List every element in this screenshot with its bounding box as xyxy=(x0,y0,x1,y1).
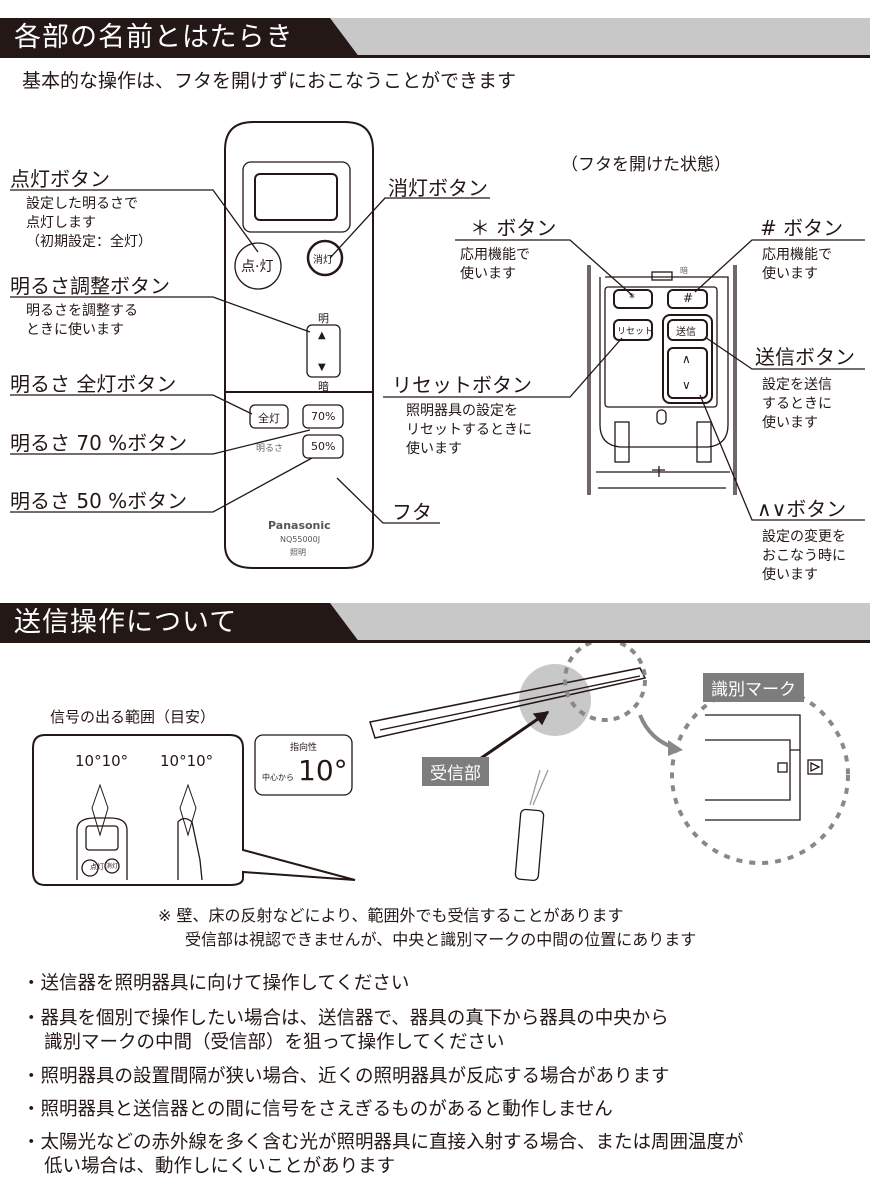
star-button-desc: 応用機能で使います xyxy=(460,247,530,282)
signal-range-box xyxy=(32,734,356,886)
angle-left: 10°10° xyxy=(75,752,129,770)
updown-button-desc: 設定の変更をおこなう時に使います xyxy=(762,529,846,583)
remote-closed xyxy=(224,121,374,569)
small-on-button: 点灯 xyxy=(90,863,104,871)
off-button-label: 消灯ボタン xyxy=(388,176,488,200)
send-button-label: 送信ボタン xyxy=(755,345,855,369)
brightness-adjust-desc: 明るさを調整するときに使います xyxy=(26,303,138,338)
up-button: ∧ xyxy=(682,352,691,366)
subtitle: 基本的な操作は、フタを開けずにおこなうことができます xyxy=(22,70,517,92)
note-2: 受信部は視認できませんが、中央と識別マークの中間の位置にあります xyxy=(185,930,697,949)
p70-button-label: 明るさ 70 %ボタン xyxy=(10,431,188,455)
bullet-1: ・送信器を照明器具に向けて操作してください xyxy=(22,973,410,994)
up-arrow-icon: ▲ xyxy=(318,330,326,341)
star-button: * xyxy=(629,291,635,305)
remote-off-button: 消灯 xyxy=(313,255,333,266)
reset-button: リセット xyxy=(617,327,654,337)
on-button-desc: 設定した明るさで点灯します（初期設定：全灯） xyxy=(26,196,152,250)
down-button: ∨ xyxy=(682,378,691,392)
range-title: 信号の出る範囲（目安） xyxy=(50,708,216,726)
remote-full-button: 全灯 xyxy=(258,412,280,425)
full-button-label: 明るさ 全灯ボタン xyxy=(10,372,177,396)
hash-button: # xyxy=(683,291,694,305)
bright-mark: 明 xyxy=(318,312,329,325)
remote-open xyxy=(587,265,737,495)
small-off-button: 消灯 xyxy=(106,863,119,870)
remote-50-button: 50% xyxy=(311,440,336,453)
star-button-label: ＊ ボタン xyxy=(470,216,557,240)
bullet-5: ・太陽光などの赤外線を多く含む光が照明器具に直接入射する場合、または周囲温度が低… xyxy=(22,1132,744,1177)
section-header-operation: 送信操作について xyxy=(0,603,870,643)
bullet-3: ・照明器具の設置間隔が狭い場合、近くの照明器具が反応する場合があります xyxy=(22,1066,670,1087)
model-number: NQ55000J xyxy=(280,535,321,544)
bullet-2: ・器具を個別で操作したい場合は、送信器で、器具の真下から器具の中央から識別マーク… xyxy=(22,1008,669,1053)
down-arrow-icon: ▼ xyxy=(318,362,326,373)
brand-logo: Panasonic xyxy=(268,519,331,532)
note-1: ※ 壁、床の反射などにより、範囲外でも受信することがあります xyxy=(158,906,624,925)
id-mark-tag: 識別マーク xyxy=(703,673,804,702)
send-button: 送信 xyxy=(676,327,696,338)
dark-mark: 暗 xyxy=(318,380,329,393)
product-text: 照明 xyxy=(290,548,306,557)
dark-mark-open: 暗 xyxy=(680,266,688,275)
brightness-adjust-label: 明るさ調整ボタン xyxy=(10,274,170,298)
p50-button-label: 明るさ 50 %ボタン xyxy=(10,489,188,513)
lid-label: フタ xyxy=(392,500,432,524)
id-mark-detail xyxy=(670,685,850,865)
remote-on-button: 点·灯 xyxy=(241,259,274,275)
hash-button-label: # ボタン xyxy=(760,216,844,240)
section-title: 各部の名前とはたらき xyxy=(0,18,360,58)
remote-70-button: 70% xyxy=(311,410,336,423)
updown-button-label: ∧∨ボタン xyxy=(757,497,847,521)
send-button-desc: 設定を送信するときに使います xyxy=(762,377,832,431)
light-fixture xyxy=(369,638,683,882)
hash-button-desc: 応用機能で使います xyxy=(762,247,832,282)
from-center-label: 中心から xyxy=(262,773,294,782)
open-state-caption: （フタを開けた状態） xyxy=(561,155,731,175)
section-header-parts: 各部の名前とはたらき xyxy=(0,18,870,58)
brightness-text: 明るさ xyxy=(256,444,284,454)
reset-button-label: リセットボタン xyxy=(392,373,532,397)
directivity-angle: 10° xyxy=(298,754,348,787)
section-title: 送信操作について xyxy=(0,603,360,643)
receiver-tag: 受信部 xyxy=(422,757,489,786)
bullet-4: ・照明器具と送信器との間に信号をさえぎるものがあると動作しません xyxy=(22,1099,613,1120)
on-button-label: 点灯ボタン xyxy=(10,167,110,191)
directivity-label: 指向性 xyxy=(290,743,318,753)
angle-side: 10°10° xyxy=(160,752,214,770)
reset-button-desc: 照明器具の設定をリセットするときに使います xyxy=(406,403,532,457)
